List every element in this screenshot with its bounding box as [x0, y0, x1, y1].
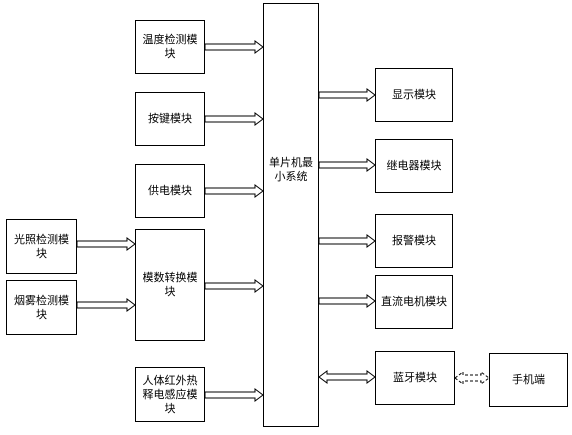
- mcu-box: 单片机最小系统: [263, 3, 319, 427]
- adc-module-box: 模数转换模块: [135, 229, 205, 341]
- bluetooth-module-label: 蓝牙模块: [393, 371, 437, 384]
- arrow-temperature-to-mcu: [204, 40, 264, 54]
- dc-motor-module-box: 直流电机模块: [375, 275, 453, 329]
- smoke-module-box: 烟雾检测模块: [6, 280, 77, 335]
- phone-label: 手机端: [512, 373, 545, 386]
- smoke-module-label: 烟雾检测模块: [14, 293, 69, 321]
- arrow-power-to-mcu: [204, 184, 264, 198]
- arrow-keys-to-mcu: [204, 112, 264, 126]
- relay-module-box: 继电器模块: [375, 139, 453, 193]
- pir-module-label: 人体红外热释电感应模块: [142, 373, 198, 415]
- pir-module-box: 人体红外热释电感应模块: [135, 367, 205, 422]
- alarm-module-box: 报警模块: [375, 214, 453, 268]
- arrow-pir-to-mcu: [204, 388, 264, 402]
- adc-module-label: 模数转换模块: [142, 271, 198, 298]
- display-module-label: 显示模块: [392, 88, 436, 101]
- keys-module-box: 按键模块: [135, 92, 205, 146]
- phone-box: 手机端: [489, 353, 568, 407]
- power-module-box: 供电模块: [135, 164, 205, 218]
- light-module-label: 光照检测模块: [14, 232, 69, 260]
- temperature-module-box: 温度检测模块: [135, 20, 205, 74]
- arrow-bluetooth-phone-wireless: [454, 371, 490, 385]
- power-module-label: 供电模块: [148, 184, 192, 197]
- arrow-mcu-to-alarm: [318, 234, 376, 248]
- arrow-mcu-to-display: [318, 88, 376, 102]
- alarm-module-label: 报警模块: [392, 234, 436, 247]
- dc-motor-module-label: 直流电机模块: [381, 295, 447, 308]
- keys-module-label: 按键模块: [148, 112, 192, 125]
- arrow-light-to-adc: [76, 237, 136, 251]
- arrow-mcu-to-relay: [318, 158, 376, 172]
- arrow-mcu-bluetooth-bidirectional: [318, 370, 376, 384]
- arrow-adc-to-mcu: [204, 279, 264, 293]
- temperature-module-label: 温度检测模块: [142, 33, 198, 60]
- arrow-smoke-to-adc: [76, 298, 136, 312]
- relay-module-label: 继电器模块: [386, 159, 442, 172]
- arrow-mcu-to-dc-motor: [318, 294, 376, 308]
- bluetooth-module-box: 蓝牙模块: [375, 351, 455, 405]
- light-module-box: 光照检测模块: [6, 219, 77, 274]
- display-module-box: 显示模块: [375, 68, 453, 122]
- mcu-label: 单片机最小系统: [269, 156, 313, 183]
